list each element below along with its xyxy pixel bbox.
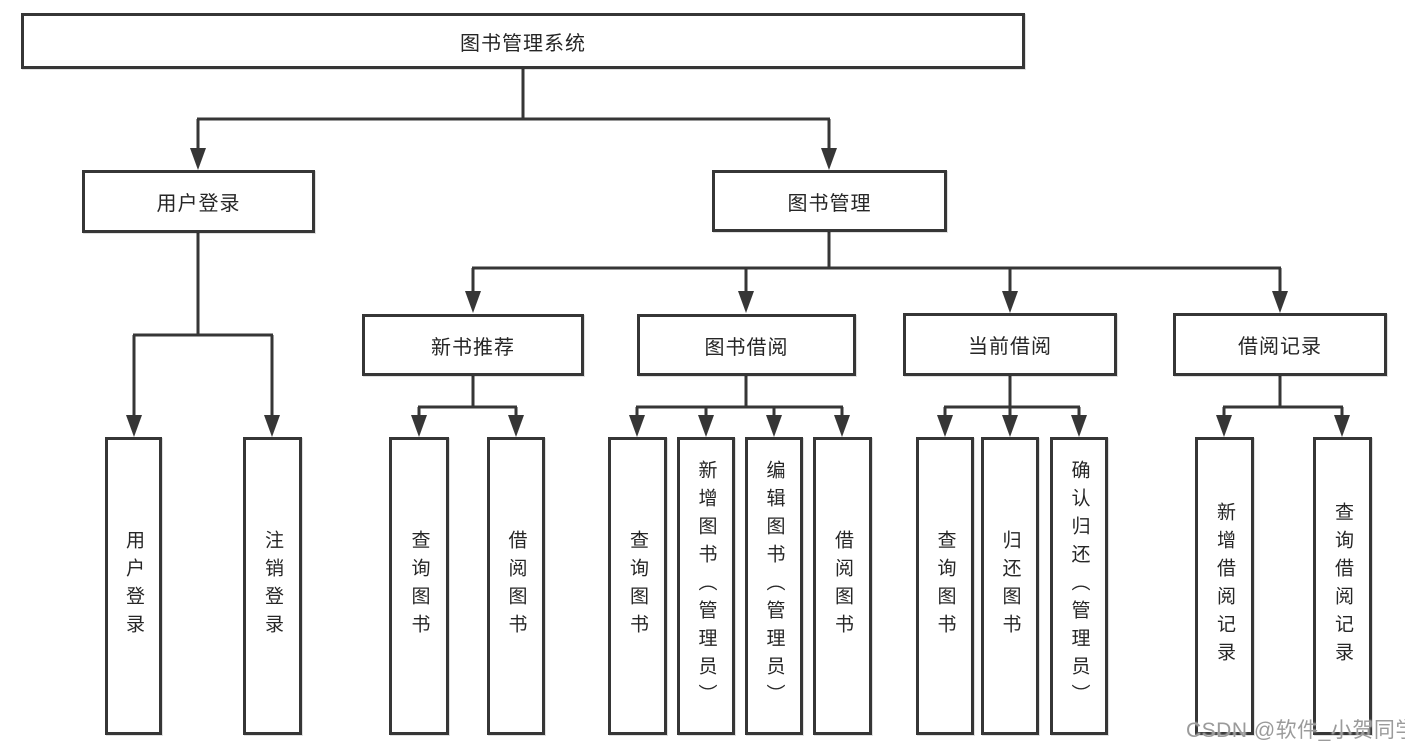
- leaf-add-books-admin: 新增图书（管理员）: [677, 437, 735, 735]
- leaf-borrow-books-recommend-label: 借阅图书: [505, 530, 527, 642]
- node-current-borrowing-label: 当前借阅: [968, 336, 1052, 358]
- node-book-borrowing-label: 图书借阅: [704, 336, 789, 359]
- leaf-query-borrow-records: 查询借阅记录: [1313, 437, 1372, 735]
- leaf-borrow-books-label: 借阅图书: [832, 530, 853, 642]
- leaf-logout: 注销登录: [243, 437, 302, 735]
- node-user-login-label: 用户登录: [156, 193, 241, 215]
- leaf-query-books-current: 查询图书: [916, 437, 974, 735]
- leaf-add-borrow-record: 新增借阅记录: [1195, 437, 1254, 735]
- leaf-query-books-recommend: 查询图书: [389, 437, 449, 735]
- leaf-user-login-label: 用户登录: [123, 530, 144, 642]
- leaf-add-borrow-record-label: 新增借阅记录: [1214, 502, 1235, 670]
- leaf-confirm-return-admin: 确认归还（管理员）: [1050, 437, 1108, 735]
- leaf-query-books-recommend-label: 查询图书: [408, 530, 430, 642]
- csdn-watermark: CSDN @软件_小贺同学: [1186, 719, 1405, 742]
- leaf-query-books-borrowing: 查询图书: [608, 437, 667, 735]
- node-book-management: 图书管理: [712, 170, 947, 232]
- leaf-edit-books-admin-label: 编辑图书（管理员）: [763, 460, 785, 712]
- leaf-return-books-label: 归还图书: [999, 530, 1021, 642]
- node-borrow-records-label: 借阅记录: [1238, 336, 1322, 358]
- leaf-edit-books-admin: 编辑图书（管理员）: [745, 437, 803, 735]
- leaf-return-books: 归还图书: [981, 437, 1039, 735]
- leaf-borrow-books-recommend: 借阅图书: [487, 437, 545, 735]
- node-borrow-records: 借阅记录: [1173, 313, 1387, 376]
- leaf-confirm-return-admin-label: 确认归还（管理员）: [1068, 460, 1090, 712]
- node-book-management-label: 图书管理: [787, 192, 872, 215]
- leaf-add-books-admin-label: 新增图书（管理员）: [695, 460, 717, 712]
- leaf-query-books-borrowing-label: 查询图书: [627, 530, 648, 642]
- leaf-user-login: 用户登录: [105, 437, 162, 735]
- leaf-borrow-books: 借阅图书: [813, 437, 872, 735]
- node-book-borrowing: 图书借阅: [637, 314, 856, 376]
- leaf-logout-label: 注销登录: [262, 530, 283, 642]
- leaf-query-books-current-label: 查询图书: [934, 530, 956, 642]
- leaf-query-borrow-records-label: 查询借阅记录: [1332, 502, 1353, 670]
- node-new-book-recommend: 新书推荐: [362, 314, 584, 376]
- node-root-library-system: 图书管理系统: [21, 13, 1025, 69]
- node-root-label: 图书管理系统: [460, 32, 586, 55]
- node-current-borrowing: 当前借阅: [903, 313, 1117, 376]
- node-new-book-recommend-label: 新书推荐: [431, 336, 515, 359]
- node-user-login: 用户登录: [82, 170, 315, 233]
